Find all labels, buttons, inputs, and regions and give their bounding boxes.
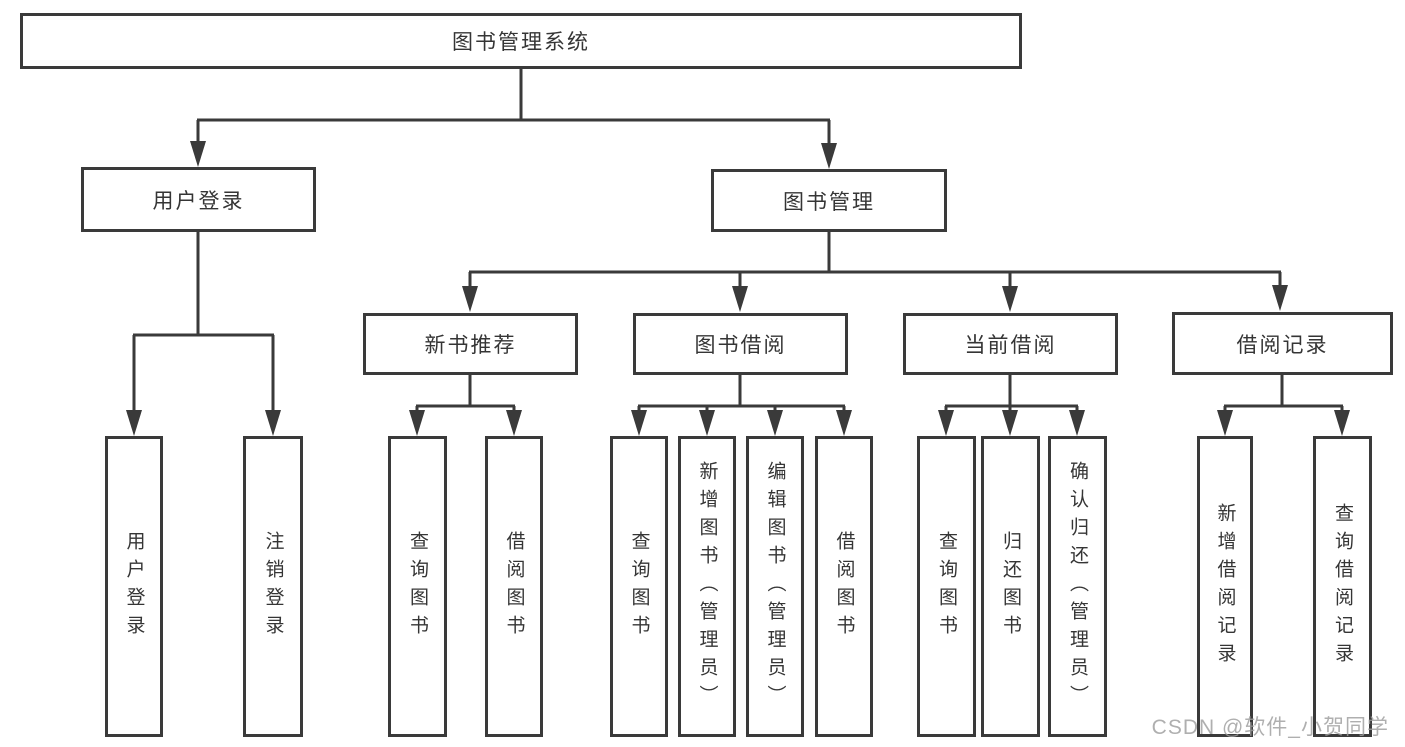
node-current-borrow-label: 当前借阅 [964, 334, 1057, 357]
arrowhead-down-icon [265, 410, 281, 436]
leaf-record-add-label: 新增借阅记录 [1214, 502, 1236, 671]
node-root: 图书管理系统 [20, 13, 1022, 69]
leaf-borrow-add-book-admin: 新增图书（管理员） [678, 436, 736, 737]
node-current-borrow: 当前借阅 [903, 313, 1118, 375]
node-new-book-recommend: 新书推荐 [363, 313, 578, 375]
node-user-login: 用户登录 [81, 167, 316, 232]
leaf-logout-label: 注销登录 [262, 530, 284, 643]
leaf-current-query-book-label: 查询图书 [936, 530, 957, 643]
leaf-current-return-book: 归还图书 [981, 436, 1040, 737]
node-user-login-label: 用户登录 [152, 189, 245, 213]
node-borrow-record: 借阅记录 [1172, 312, 1393, 375]
arrowhead-down-icon [126, 410, 142, 436]
arrowhead-down-icon [767, 410, 783, 436]
leaf-borrow-edit-book-admin-label: 编辑图书（管理员） [764, 460, 786, 713]
leaf-record-add: 新增借阅记录 [1197, 436, 1253, 737]
arrowhead-down-icon [732, 286, 748, 312]
arrowhead-down-icon [1002, 286, 1018, 312]
node-borrow-record-label: 借阅记录 [1236, 333, 1329, 357]
leaf-logout: 注销登录 [243, 436, 303, 737]
leaf-borrow-borrow-book: 借阅图书 [815, 436, 873, 737]
csdn-watermark: CSDN @软件_小贺同学 [1151, 716, 1389, 739]
node-book-management: 图书管理 [711, 169, 947, 232]
leaf-borrow-edit-book-admin: 编辑图书（管理员） [746, 436, 804, 737]
leaf-recommend-borrow-book: 借阅图书 [485, 436, 543, 737]
arrowhead-down-icon [1217, 410, 1233, 436]
leaf-recommend-query-book: 查询图书 [388, 436, 447, 737]
leaf-user-login-label: 用户登录 [123, 530, 145, 643]
leaf-record-query: 查询借阅记录 [1313, 436, 1372, 737]
leaf-borrow-borrow-book-label: 借阅图书 [833, 530, 855, 643]
arrowhead-down-icon [1272, 285, 1288, 311]
leaf-record-query-label: 查询借阅记录 [1332, 502, 1353, 671]
leaf-borrow-add-book-admin-label: 新增图书（管理员） [696, 460, 718, 713]
node-book-borrow-label: 图书借阅 [694, 334, 787, 357]
leaf-recommend-borrow-book-label: 借阅图书 [503, 530, 525, 643]
arrowhead-down-icon [938, 410, 954, 436]
arrowhead-down-icon [1334, 410, 1350, 436]
arrowhead-down-icon [631, 410, 647, 436]
arrowhead-down-icon [699, 410, 715, 436]
node-book-management-label: 图书管理 [783, 190, 875, 214]
leaf-current-confirm-return-admin-label: 确认归还（管理员） [1067, 460, 1088, 713]
arrowhead-down-icon [1069, 410, 1085, 436]
arrowhead-down-icon [409, 410, 425, 436]
arrowhead-down-icon [836, 410, 852, 436]
arrowhead-down-icon [190, 141, 206, 167]
arrowhead-down-icon [462, 286, 478, 312]
node-book-borrow: 图书借阅 [633, 313, 848, 375]
node-root-label: 图书管理系统 [452, 31, 590, 54]
arrowhead-down-icon [506, 410, 522, 436]
leaf-current-return-book-label: 归还图书 [1000, 530, 1021, 643]
leaf-borrow-query-book: 查询图书 [610, 436, 668, 737]
arrowhead-down-icon [1002, 410, 1018, 436]
leaf-current-confirm-return-admin: 确认归还（管理员） [1048, 436, 1107, 737]
leaf-current-query-book: 查询图书 [917, 436, 976, 737]
leaf-recommend-query-book-label: 查询图书 [407, 530, 428, 643]
node-new-book-recommend-label: 新书推荐 [424, 334, 517, 357]
leaf-borrow-query-book-label: 查询图书 [628, 530, 650, 643]
leaf-user-login: 用户登录 [105, 436, 163, 737]
arrowhead-down-icon [821, 143, 837, 169]
